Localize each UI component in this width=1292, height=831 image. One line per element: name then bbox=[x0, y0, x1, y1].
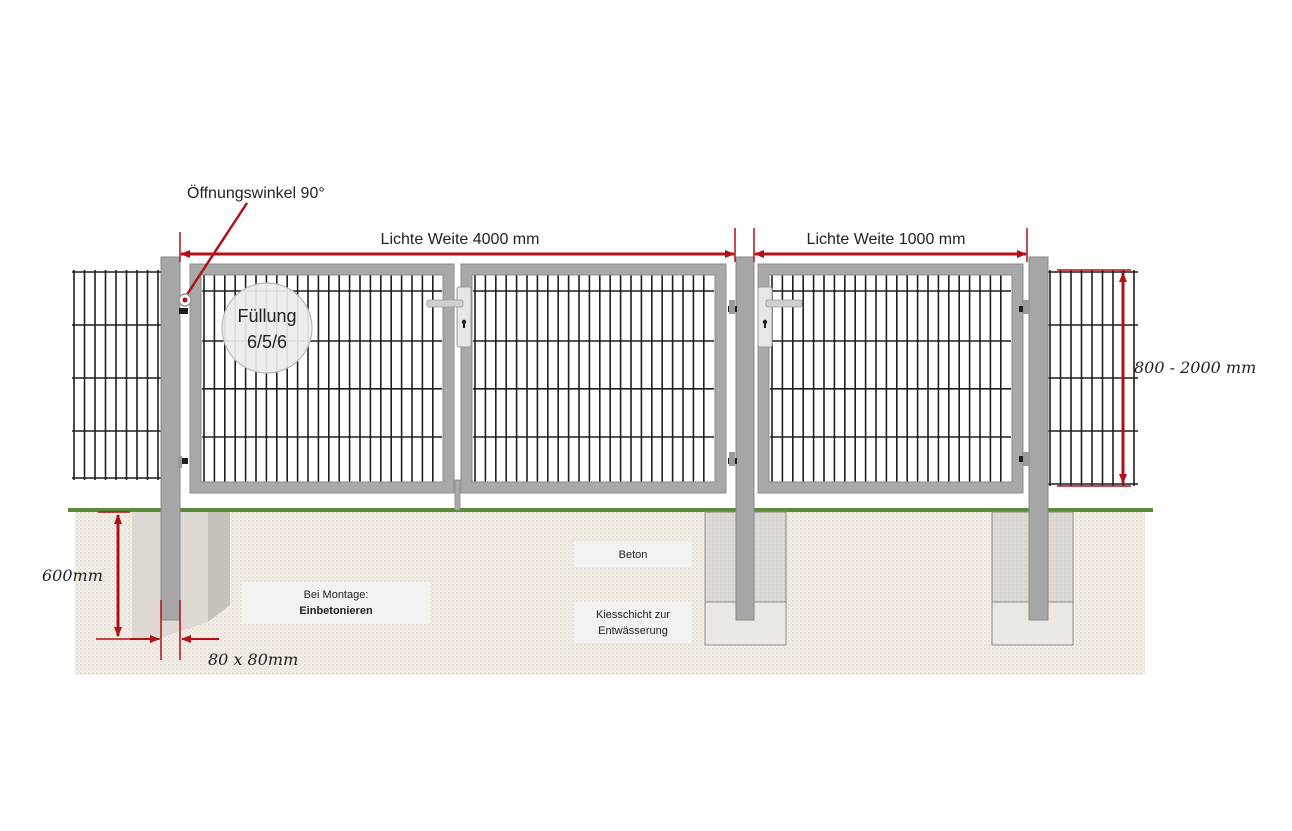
gate-leaf-middle bbox=[460, 263, 727, 494]
post-left bbox=[160, 256, 181, 621]
mount-label-line2: Einbetonieren bbox=[299, 605, 373, 617]
drop-bolt bbox=[454, 479, 461, 511]
dimension-clear-width-1000 bbox=[753, 228, 1028, 262]
gravel-label-line2: Entwässerung bbox=[598, 625, 668, 637]
filling-label-line1: Füllung bbox=[237, 306, 296, 326]
gate-leaf-right bbox=[757, 263, 1024, 494]
post-right bbox=[1028, 256, 1049, 621]
mount-box bbox=[242, 582, 430, 624]
opening-angle-label: Öffnungswinkel 90° bbox=[187, 184, 325, 202]
gravel-label-line1: Kiesschicht zur bbox=[596, 609, 670, 621]
lock-left-gate bbox=[426, 286, 472, 348]
lock-right-gate bbox=[757, 286, 803, 348]
concrete-box bbox=[574, 541, 692, 567]
dimension-post-size bbox=[130, 600, 219, 660]
mount-label-line1: Bei Montage: bbox=[304, 589, 369, 601]
dimension-clear-width-4000 bbox=[179, 228, 736, 262]
post-size-label: 80 x 80mm bbox=[208, 650, 298, 669]
gravel-box bbox=[574, 602, 692, 643]
filling-label-line2: 6/5/6 bbox=[247, 332, 287, 352]
post-middle bbox=[735, 256, 755, 621]
dimension-height bbox=[1057, 269, 1131, 487]
hinges bbox=[178, 300, 1029, 468]
filling-circle bbox=[221, 282, 313, 374]
clear-width-4000-label: Lichte Weite 4000 mm bbox=[381, 231, 540, 248]
fence-panel-left bbox=[72, 270, 162, 480]
opening-angle-leader bbox=[184, 202, 249, 297]
height-range-label: 800 - 2000 mm bbox=[1134, 358, 1256, 377]
depth-label: 600mm bbox=[42, 566, 103, 585]
clear-width-1000-label: Lichte Weite 1000 mm bbox=[807, 231, 966, 248]
concrete-label: Beton bbox=[619, 549, 648, 561]
gate-leaf-left bbox=[189, 263, 455, 494]
